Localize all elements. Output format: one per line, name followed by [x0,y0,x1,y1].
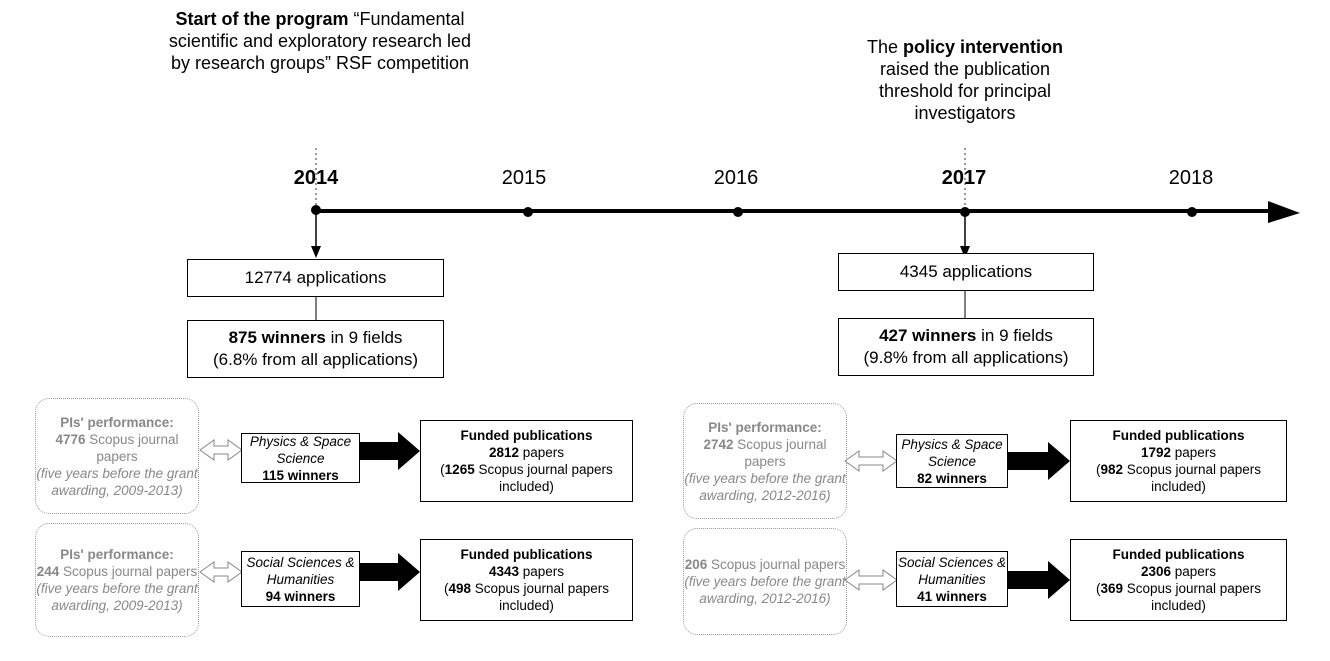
right-row2-field-box: Social Sciences & Humanities 41 winners [896,551,1008,607]
right-note-bold: policy intervention [903,37,1064,57]
left-winners-share: (6.8% from all applications) [212,350,419,369]
right-row2-pi-performance: 206 Scopus journal papers (five years be… [683,528,847,635]
left-row2-double-arrow [199,561,243,583]
right-applications-text: 4345 applications [899,262,1033,281]
left-program-note: Start of the program “Fundamental scient… [165,8,475,74]
left-row2-pi-performance: PIs' performance: 244 Scopus journal pap… [35,523,199,637]
left-row2-black-arrow [360,553,420,591]
right-row1-pi-performance: PIs' performance: 2742 Scopus journal pa… [683,403,847,519]
left-row1-funded-box: Funded publications 2812 papers (1265 Sc… [420,420,633,502]
right-winners-share: (9.8% from all applications) [863,348,1069,367]
left-note-text: “Fundamental scientific and exploratory … [168,9,472,73]
timeline-arrowhead [1268,201,1300,223]
year-label-2016: 2016 [713,167,759,189]
timeline-dot-2016 [733,207,743,217]
left-row1-field-box: Physics & Space Science 115 winners [241,433,360,483]
right-policy-note: The policy intervention raised the publi… [860,36,1070,124]
right-row1-field-box: Physics & Space Science 82 winners [896,434,1008,488]
timeline-dot-2018 [1187,207,1197,217]
left-row1-double-arrow [199,439,243,461]
left-note-bold: Start of the program [175,9,349,29]
left-row2-field-box: Social Sciences & Humanities 94 winners [241,551,360,607]
left-row2-funded-box: Funded publications 4343 papers (498 Sco… [420,539,633,621]
left-row1-pi-performance: PIs' performance: 4776 Scopus journal pa… [35,398,199,514]
right-row1-double-arrow [844,450,898,472]
left-applications-text: 12774 applications [244,268,387,287]
timeline-dot-2015 [523,207,533,217]
right-note-text: raised the publication threshold for pri… [878,59,1052,123]
right-note-pre: The [866,37,903,57]
year-label-2015: 2015 [501,167,547,189]
right-applications-box: 4345 applications [838,253,1094,291]
right-row2-black-arrow [1008,561,1070,599]
right-row1-black-arrow [1008,442,1070,480]
year-label-2018: 2018 [1168,167,1214,189]
right-row1-funded-box: Funded publications 1792 papers (982 Sco… [1070,420,1287,502]
right-winners-box: 427 winners in 9 fields (9.8% from all a… [838,318,1094,376]
right-row2-funded-box: Funded publications 2306 papers (369 Sco… [1070,539,1287,621]
left-applications-box: 12774 applications [187,259,444,297]
right-row2-double-arrow [844,569,898,591]
right-winners-line: 427 winners in 9 fields [879,326,1053,345]
left-winners-box: 875 winners in 9 fields (6.8% from all a… [187,320,444,378]
year-label-2014: 2014 [293,167,339,189]
year-label-2017: 2017 [941,167,987,189]
left-row1-black-arrow [360,432,420,470]
left-winners-line: 875 winners in 9 fields [228,328,403,347]
